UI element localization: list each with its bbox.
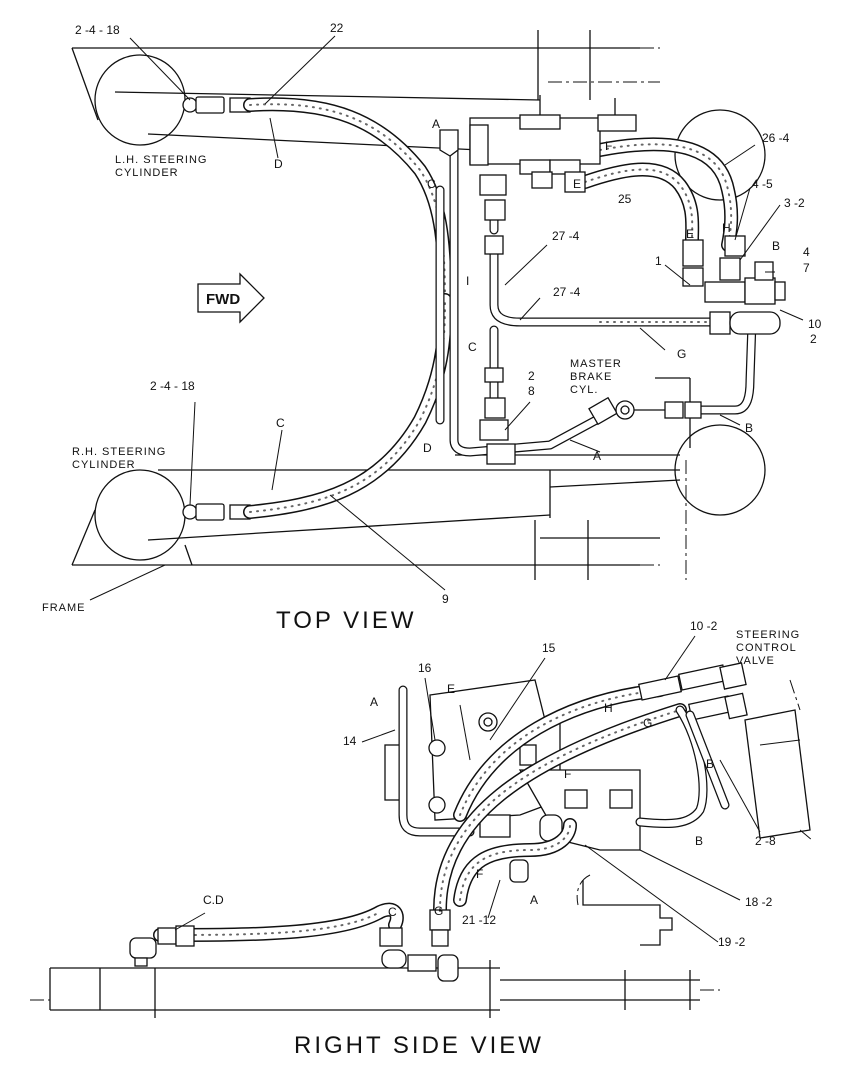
callout-27-4-b: 27 -4 xyxy=(553,285,581,299)
callout-14: 14 xyxy=(343,734,357,748)
side-view-drawing: 10 -2 16 15 14 2 -8 18 -2 19 -2 21 -12 C… xyxy=(30,619,813,1059)
callout-27-4-a: 27 -4 xyxy=(552,229,580,243)
callout-2: 2 xyxy=(528,369,535,383)
callout-25: 25 xyxy=(618,192,632,206)
callout-2-right: 2 xyxy=(810,332,817,346)
top-view-leaders xyxy=(89,35,804,601)
lh-cylinder-circle xyxy=(94,54,186,146)
callout-22: 22 xyxy=(330,21,344,35)
side-view-leaders xyxy=(174,635,761,943)
hose-22 xyxy=(243,97,452,307)
callout-cd: C.D xyxy=(203,893,224,907)
side-valve-lines xyxy=(638,662,748,810)
callout-8: 8 xyxy=(528,384,535,398)
callout-10-2: 10 -2 xyxy=(690,619,718,633)
callout-15: 15 xyxy=(542,641,556,655)
top-view-drawing: FWD 2 -4 - 18 22 xyxy=(42,21,822,634)
side-letter-f1: F xyxy=(564,767,571,781)
steering-control-valve xyxy=(744,679,813,841)
callout-2-8: 2 -8 xyxy=(755,834,776,848)
hose-9 xyxy=(243,293,452,519)
side-letter-b1: B xyxy=(706,757,714,771)
callout-2-4-18-bottom: 2 -4 - 18 xyxy=(150,379,195,393)
hose-letter-f1: F xyxy=(605,139,612,153)
side-letter-a2: A xyxy=(530,893,538,907)
side-view-labels: 10 -2 16 15 14 2 -8 18 -2 19 -2 21 -12 C… xyxy=(203,619,800,949)
hose-letter-d1: D xyxy=(274,157,283,171)
tube-b xyxy=(695,317,757,415)
side-letter-f2: F xyxy=(476,867,483,881)
hose-letter-h1: H xyxy=(722,221,731,235)
side-hose-g xyxy=(433,703,687,917)
rh-cylinder-circle xyxy=(94,469,186,561)
callout-4: 4 xyxy=(803,245,810,259)
hose-letter-e1: E xyxy=(573,177,581,191)
callout-1: 1 xyxy=(655,254,662,268)
frame-label: FRAME xyxy=(42,602,86,614)
hose-letter-c2: C xyxy=(468,340,477,354)
callout-10: 10 xyxy=(808,317,822,331)
callout-21-12: 21 -12 xyxy=(462,913,496,927)
side-hose-cd xyxy=(153,902,404,942)
hose-letter-b2: B xyxy=(745,421,753,435)
callout-19-2: 19 -2 xyxy=(718,935,746,949)
side-hose-f xyxy=(453,818,577,907)
side-letter-a1: A xyxy=(370,695,378,709)
hose-letter-a1: A xyxy=(432,117,440,131)
hose-letter-c3: C xyxy=(276,416,285,430)
hose-letter-g1: G xyxy=(677,347,686,361)
callout-16: 16 xyxy=(418,661,432,675)
side-letter-c1: C xyxy=(388,905,397,919)
hose-25 xyxy=(578,162,700,247)
pivot-circle-upper xyxy=(674,109,766,201)
callout-2-4-18-top: 2 -4 - 18 xyxy=(75,23,120,37)
valve-cluster-right xyxy=(682,235,786,335)
pivot-circle-lower xyxy=(674,424,766,516)
side-tube-a xyxy=(398,685,475,837)
hose-letter-e2: E xyxy=(686,227,694,241)
callout-3-2: 3 -2 xyxy=(784,196,805,210)
top-view-title: TOP VIEW xyxy=(276,607,416,634)
master-brake-fitting xyxy=(588,396,702,426)
side-letter-h1: H xyxy=(604,701,613,715)
callout-9: 9 xyxy=(442,592,449,606)
fwd-arrow: FWD xyxy=(197,272,265,324)
side-letter-g1: G xyxy=(643,716,652,730)
side-hose-h xyxy=(453,683,667,822)
hose-letter-c1: C xyxy=(427,177,436,191)
side-tube-b xyxy=(635,705,708,829)
hose-letter-a2: A xyxy=(593,449,601,463)
side-lower-fittings xyxy=(129,859,529,982)
frame-outline xyxy=(71,30,691,580)
top-view-labels: 2 -4 - 18 22 26 -4 4 -5 3 -2 4 7 25 27 -… xyxy=(42,21,822,614)
lh-cylinder-fitting xyxy=(182,96,251,114)
side-view-title: RIGHT SIDE VIEW xyxy=(294,1032,544,1059)
rh-cylinder-fitting xyxy=(182,503,251,521)
side-valve-body xyxy=(384,679,641,851)
side-frame xyxy=(30,874,720,1018)
tube-a xyxy=(449,140,605,457)
fwd-label: FWD xyxy=(206,291,240,308)
side-letter-b2: B xyxy=(695,834,703,848)
callout-4-5: 4 -5 xyxy=(752,177,773,191)
callout-7: 7 xyxy=(803,261,810,275)
hose-26-4 xyxy=(593,137,739,252)
side-letter-g2: G xyxy=(434,904,443,918)
side-letter-e1: E xyxy=(447,682,455,696)
hose-letter-i1: I xyxy=(466,274,469,288)
hose-letter-b1: B xyxy=(772,239,780,253)
callout-18-2: 18 -2 xyxy=(745,895,773,909)
valve-block-top xyxy=(439,95,637,465)
hose-letter-d2: D xyxy=(423,441,432,455)
callout-26-4: 26 -4 xyxy=(762,131,790,145)
